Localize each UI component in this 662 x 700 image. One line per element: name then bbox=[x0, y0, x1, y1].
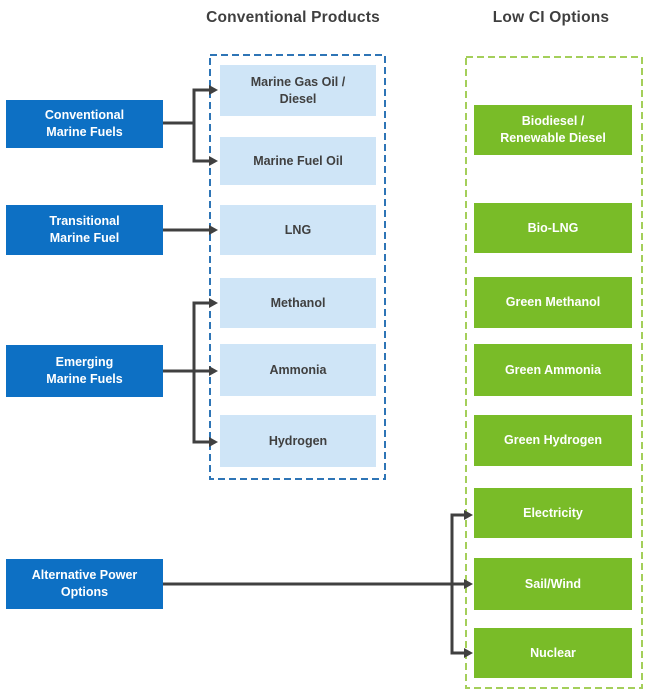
node-green-methanol: Green Methanol bbox=[474, 277, 632, 328]
connector-altpower-to-nuclear bbox=[450, 584, 473, 658]
node-bio-lng: Bio-LNG bbox=[474, 203, 632, 253]
node-marine-gas-oil-diesel: Marine Gas Oil / Diesel bbox=[220, 65, 376, 116]
node-methanol: Methanol bbox=[220, 278, 376, 328]
node-sail-wind: Sail/Wind bbox=[474, 558, 632, 610]
node-biodiesel-renewable-diesel: Biodiesel / Renewable Diesel bbox=[474, 105, 632, 155]
low-ci-options-header: Low CI Options bbox=[492, 9, 610, 26]
node-ammonia: Ammonia bbox=[220, 344, 376, 396]
conventional-products-container bbox=[209, 54, 386, 480]
node-green-ammonia: Green Ammonia bbox=[474, 344, 632, 396]
node-nuclear: Nuclear bbox=[474, 628, 632, 678]
node-green-hydrogen: Green Hydrogen bbox=[474, 415, 632, 466]
node-electricity: Electricity bbox=[474, 488, 632, 538]
node-alternative-power-options: Alternative Power Options bbox=[6, 559, 163, 609]
connector-conventional-to-mfo bbox=[192, 123, 218, 166]
connector-emerging-to-hydrogen bbox=[192, 371, 218, 447]
node-lng: LNG bbox=[220, 205, 376, 255]
low-ci-options-container bbox=[465, 56, 643, 689]
node-hydrogen: Hydrogen bbox=[220, 415, 376, 467]
conventional-products-header: Conventional Products bbox=[206, 9, 380, 26]
node-conventional-marine-fuels: Conventional Marine Fuels bbox=[6, 100, 163, 148]
connector-emerging-to-methanol bbox=[192, 298, 218, 371]
node-transitional-marine-fuel: Transitional Marine Fuel bbox=[6, 205, 163, 255]
connector-altpower-to-electricity bbox=[450, 510, 473, 584]
node-marine-fuel-oil: Marine Fuel Oil bbox=[220, 137, 376, 185]
connector-conventional-to-mgo bbox=[163, 85, 218, 125]
node-emerging-marine-fuels: Emerging Marine Fuels bbox=[6, 345, 163, 397]
